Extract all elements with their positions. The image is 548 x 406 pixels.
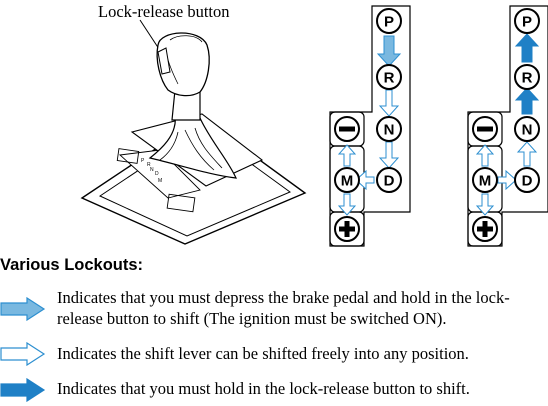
minus-icon <box>472 116 498 142</box>
outline-arrow-icon <box>337 193 357 216</box>
outline-arrow-icon <box>497 169 517 191</box>
gear-m-label: M <box>479 173 492 190</box>
outline-arrow-icon <box>475 193 495 216</box>
gear-d-label: D <box>522 173 533 190</box>
section-heading: Various Lockouts: <box>0 256 144 274</box>
gear-m-circle <box>472 167 498 193</box>
solid-blue-arrow-icon <box>514 33 540 63</box>
indicator-slot-top <box>116 148 140 164</box>
outline-arrow-icon <box>378 89 400 117</box>
shift-pattern-right: P R N D M <box>467 5 548 247</box>
gear-m-label: M <box>341 173 354 190</box>
lock-release-button <box>157 47 171 75</box>
outline-arrow-icon <box>378 141 400 169</box>
gear-r-circle <box>514 64 540 90</box>
shift-lever-illustration: PR ND M <box>80 19 307 245</box>
shift-pattern-left: P R N D M <box>329 5 411 247</box>
svg-text:P: P <box>141 158 145 164</box>
light-blue-arrow-icon <box>376 35 402 67</box>
gear-d-label: D <box>384 173 395 190</box>
outline-arrow-icon <box>337 144 357 167</box>
legend-text: Indicates that you must depress the brak… <box>57 288 510 328</box>
gear-n-circle <box>514 116 540 142</box>
outline-arrow-icon <box>475 144 495 167</box>
gear-d-circle <box>514 167 540 193</box>
svg-text:R: R <box>147 162 151 168</box>
callout-label: Lock-release button <box>98 2 230 21</box>
gear-indicator-window <box>118 149 201 199</box>
outline-arrow-icon <box>0 342 46 366</box>
gear-p-circle <box>514 8 540 34</box>
minus-icon <box>334 116 360 142</box>
svg-text:M: M <box>158 178 162 184</box>
shift-boot <box>148 114 237 179</box>
svg-text:D: D <box>155 171 159 177</box>
gear-m-circle <box>334 167 360 193</box>
svg-text:N: N <box>150 167 154 173</box>
gear-r-circle <box>376 64 402 90</box>
gear-n-circle <box>376 116 402 142</box>
outline-arrow-icon <box>516 141 538 167</box>
plus-icon <box>472 216 498 242</box>
gear-n-label: N <box>384 122 395 139</box>
gear-n-label: N <box>522 122 533 139</box>
gear-d-circle <box>376 167 402 193</box>
indicator-slot-bottom <box>166 193 196 213</box>
gear-r-label: R <box>384 70 395 87</box>
gear-p-label: P <box>522 14 532 31</box>
outline-arrow-icon <box>355 169 375 191</box>
gear-p-label: P <box>384 14 394 31</box>
solid-blue-arrow-icon <box>514 87 540 115</box>
indicator-marks: PR ND M <box>141 158 162 184</box>
solid-blue-arrow-icon <box>0 378 46 402</box>
gear-p-circle <box>376 8 402 34</box>
legend-text: Indicates the shift lever can be shifted… <box>57 344 469 363</box>
plus-icon <box>334 216 360 242</box>
legend-text: Indicates that you must hold in the lock… <box>57 379 470 398</box>
shift-knob <box>156 32 210 97</box>
light-blue-arrow-icon <box>0 297 46 321</box>
gear-r-label: R <box>522 70 533 87</box>
